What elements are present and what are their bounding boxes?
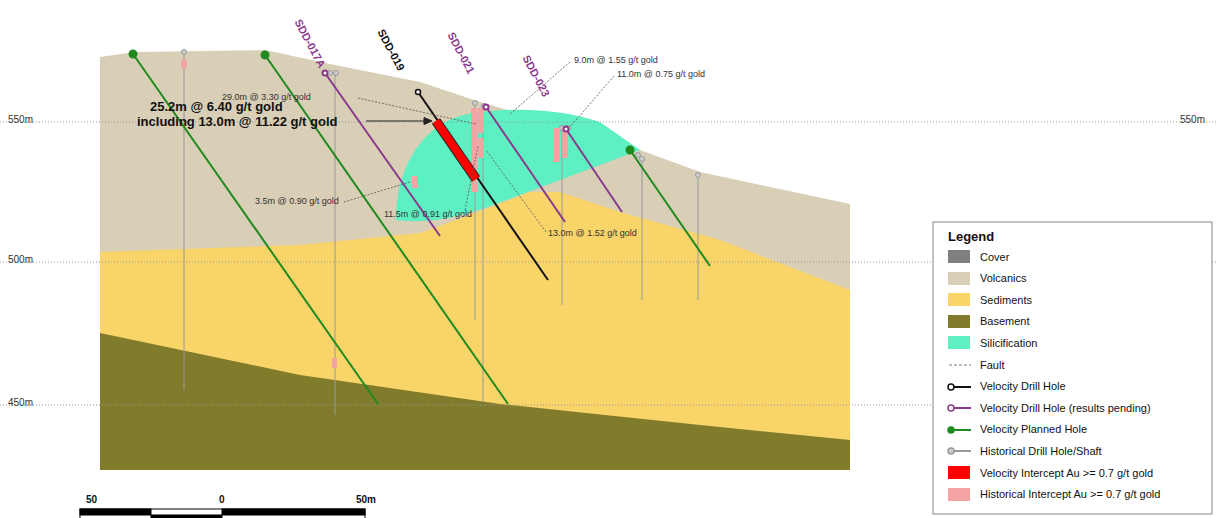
legend-text: Velocity Intercept Au >= 0.7 g/t gold <box>980 467 1153 479</box>
drill-hole <box>418 92 548 280</box>
scale-label: 50m <box>356 494 376 505</box>
intercept-label: 25.2m @ 6.40 g/t gold <box>150 100 283 114</box>
hole-name: SDD-019 <box>375 27 407 73</box>
pending-holes <box>323 71 623 237</box>
velocity-intercept <box>436 121 476 179</box>
intercept-label: including 13.0m @ 11.22 g/t gold <box>137 115 338 129</box>
legend-swatch <box>948 315 970 328</box>
hole-name: SDD-021 <box>445 30 477 76</box>
legend-text: Volcanics <box>980 272 1026 284</box>
legend-text: Basement <box>980 315 1030 327</box>
intercept-label: 11.0m @ 0.75 g/t gold <box>617 70 705 80</box>
legend-text: Historical Intercept Au >= 0.7 g/t gold <box>980 488 1160 500</box>
legend-swatch <box>948 336 970 349</box>
legend-box <box>933 222 1212 514</box>
legend-text: Cover <box>980 251 1009 263</box>
intercept-outline <box>436 121 476 179</box>
planned-holes <box>130 51 711 405</box>
legend-swatch <box>948 488 970 501</box>
scale-label: 0 <box>219 494 225 505</box>
legend-text: Velocity Planned Hole <box>980 423 1087 435</box>
legend-line-sample <box>946 401 972 415</box>
intercept-label: 3.5m @ 0.90 g/t gold <box>255 197 339 207</box>
legend-line-sample <box>946 380 972 394</box>
legend-swatch <box>948 272 970 285</box>
callout-arrow <box>366 118 432 125</box>
basement-unit <box>100 333 850 470</box>
legend-text: Silicification <box>980 337 1037 349</box>
hole-name: SDD-023 <box>520 53 552 99</box>
scale-bar <box>80 509 365 518</box>
elevation-label: 450m <box>8 397 33 408</box>
intercept-label: 9.0m @ 1.55 g/t gold <box>574 56 658 66</box>
elevation-label: 550m <box>1180 114 1205 125</box>
intercept-label: 13.0m @ 1.52 g/t gold <box>548 229 637 239</box>
legend-title: Legend <box>948 230 994 244</box>
legend-swatch <box>948 250 970 263</box>
collar <box>416 90 421 95</box>
legend-text: Historical Drill Hole/Shaft <box>980 445 1102 457</box>
elevation-label: 500m <box>8 254 33 265</box>
legend-line-sample <box>946 358 972 372</box>
volcanics-unit <box>100 50 850 470</box>
leader-lines <box>344 62 614 232</box>
legend-swatch <box>948 293 970 306</box>
legend-text: Fault <box>980 359 1004 371</box>
intercept-label: 11.5m @ 0.91 g/t gold <box>384 210 472 220</box>
elevation-label: 550m <box>8 114 33 125</box>
scale-label: 50 <box>86 494 97 505</box>
legend-text: Sediments <box>980 294 1032 306</box>
silicification-zone <box>396 110 640 222</box>
legend-text: Velocity Drill Hole <box>980 380 1066 392</box>
legend-swatch <box>948 466 970 479</box>
legend-text: Velocity Drill Hole (results pending) <box>980 402 1151 414</box>
legend-line-sample <box>946 444 972 458</box>
legend-line-sample <box>946 423 972 437</box>
